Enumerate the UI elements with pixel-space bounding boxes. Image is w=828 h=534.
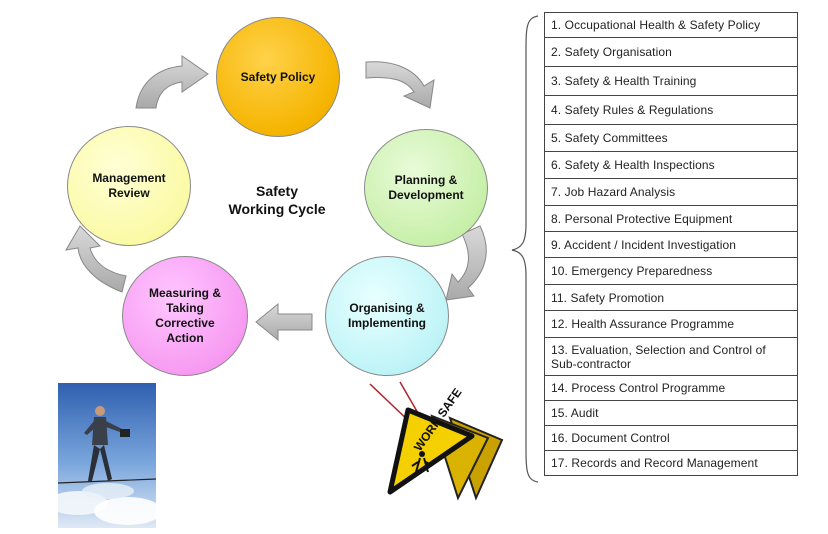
list-item: 17. Records and Record Management xyxy=(545,451,797,476)
node-planning-development: Planning & Development xyxy=(364,129,488,247)
safety-elements-list: 1. Occupational Health & Safety Policy 2… xyxy=(544,12,798,476)
list-item: 1. Occupational Health & Safety Policy xyxy=(545,13,797,38)
node-safety-policy-label: Safety Policy xyxy=(240,69,316,84)
list-item: 8. Personal Protective Equipment xyxy=(545,206,797,232)
list-item: 5. Safety Committees xyxy=(545,125,797,152)
list-item: 6. Safety & Health Inspections xyxy=(545,152,797,179)
cycle-title: Safety Working Cycle xyxy=(228,183,326,217)
node-review-label: Management Review xyxy=(92,171,166,200)
tightrope-businessman-photo xyxy=(58,383,156,528)
list-item: 11. Safety Promotion xyxy=(545,285,797,311)
node-measuring-label: Measuring & Taking Corrective Action xyxy=(148,286,221,345)
work-safe-sign: WORK SAFE xyxy=(369,381,504,501)
list-item: 14. Process Control Programme xyxy=(545,376,797,401)
list-item: 2. Safety Organisation xyxy=(545,38,797,67)
list-item: 13. Evaluation, Selection and Control of… xyxy=(545,338,797,376)
node-organising-label: Organising & Implementing xyxy=(347,301,426,330)
node-organising-implementing: Organising & Implementing xyxy=(325,256,449,376)
list-item: 16. Document Control xyxy=(545,426,797,451)
arrow-review-to-policy xyxy=(135,55,209,109)
list-item: 7. Job Hazard Analysis xyxy=(545,179,797,206)
list-item: 9. Accident / Incident Investigation xyxy=(545,232,797,258)
arrow-organising-to-measuring xyxy=(255,302,313,342)
list-item: 4. Safety Rules & Regulations xyxy=(545,96,797,125)
node-management-review: Management Review xyxy=(67,126,191,246)
curly-brace xyxy=(511,15,539,483)
arrow-policy-to-planning xyxy=(365,61,435,109)
list-item: 10. Emergency Preparedness xyxy=(545,258,797,285)
node-safety-policy: Safety Policy xyxy=(216,17,340,137)
list-item: 12. Health Assurance Programme xyxy=(545,311,797,338)
list-item: 3. Safety & Health Training xyxy=(545,67,797,96)
arrow-measuring-to-review xyxy=(65,225,127,293)
node-measuring-corrective-action: Measuring & Taking Corrective Action xyxy=(122,256,248,376)
list-item: 15. Audit xyxy=(545,401,797,426)
node-planning-label: Planning & Development xyxy=(388,173,464,202)
